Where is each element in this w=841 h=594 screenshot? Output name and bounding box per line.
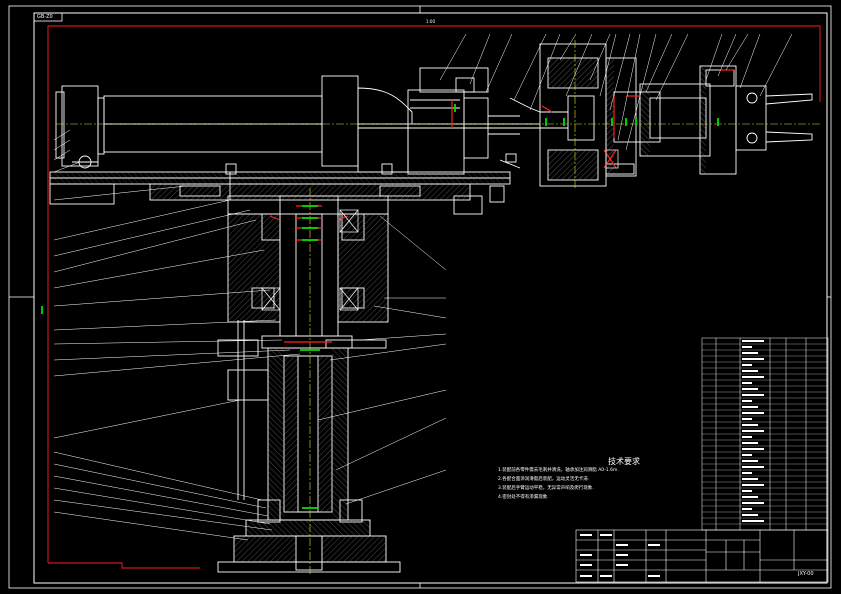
requirement-line: 4.密封处不得有渗漏现象. <box>498 495 549 500</box>
inner-frame <box>33 12 828 584</box>
requirement-line: 2.各配合面涂润滑脂后装配，运动灵活无卡滞. <box>498 477 590 482</box>
leaders-left <box>53 129 301 541</box>
requirement-line: 3.装配后手臂运动平稳，无异常声响及爬行现象. <box>498 486 594 491</box>
leaders-right <box>317 215 447 505</box>
frame-tag: GB-Z0 <box>37 14 53 20</box>
leaders-top <box>439 33 793 151</box>
centering-marks <box>9 6 831 588</box>
gripper-hatching <box>548 58 706 180</box>
red-envelope <box>47 25 821 569</box>
frame-tag-box <box>33 12 63 22</box>
requirement-line: 1.装配前各零件需去毛刺并清洗，轴承加注润滑脂 A0-1.6m. <box>498 468 619 473</box>
drawing-number: JXY-00 <box>798 571 814 577</box>
outer-frame <box>8 5 832 589</box>
fit-marks <box>41 69 736 509</box>
bearings <box>261 149 619 311</box>
technical-requirements-title: 技术要求 <box>608 457 640 466</box>
parts-list-rows <box>702 340 828 525</box>
centerlines <box>56 40 820 574</box>
title-block-lines <box>580 534 660 577</box>
title-block <box>575 529 829 583</box>
top-mark: 1:00 <box>426 19 435 24</box>
column-hatching <box>228 214 388 562</box>
